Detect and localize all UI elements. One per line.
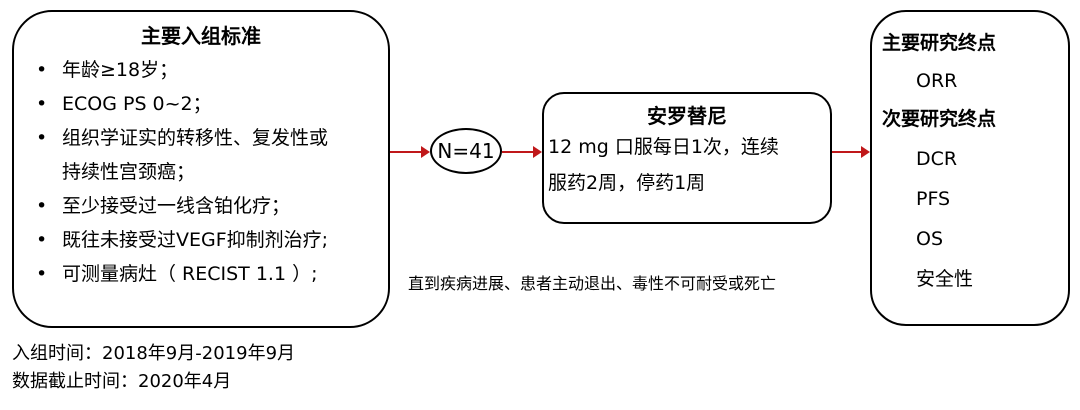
inclusion-item-histology-cont: 持续性宫颈癌； (62, 161, 196, 183)
arrow-n-to-drug (502, 146, 542, 158)
inclusion-item-histology: 组织学证实的转移性、复发性或 (32, 121, 388, 155)
drug-dose-line2: 服药2周，停药1周 (548, 172, 706, 194)
drug-title: 安罗替尼 (647, 104, 727, 128)
enrollment-period: 入组时间：2018年9月-2019年9月 (12, 343, 296, 364)
primary-endpoint-title: 主要研究终点 (882, 32, 997, 54)
inclusion-item-age: 年龄≥18岁； (32, 53, 388, 87)
inclusion-criteria-box: 主要入组标准 年龄≥18岁； ECOG PS 0~2； 组织学证实的转移性、复发… (12, 10, 390, 328)
data-cutoff-date: 数据截止时间：2020年4月 (12, 371, 232, 392)
inclusion-list: 年龄≥18岁； ECOG PS 0~2； 组织学证实的转移性、复发性或 持续性宫… (14, 53, 388, 291)
treatment-duration-note: 直到疾病进展、患者主动退出、毒性不可耐受或死亡 (408, 274, 777, 293)
drug-dose-line1: 12 mg 口服每日1次，连续 (548, 136, 779, 158)
inclusion-item-prior-chemo: 至少接受过一线含铂化疗； (32, 189, 388, 223)
sample-size-node: N=41 (430, 128, 502, 174)
inclusion-item-ecog: ECOG PS 0~2； (32, 87, 388, 121)
secondary-endpoint-dcr: DCR (916, 148, 958, 170)
endpoints-box: 主要研究终点 ORR 次要研究终点 DCR PFS OS 安全性 (870, 10, 1070, 326)
drug-regimen-box: 安罗替尼 12 mg 口服每日1次，连续 服药2周，停药1周 (542, 92, 832, 224)
inclusion-item-no-vegf: 既往未接受过VEGF抑制剂治疗; (32, 223, 388, 257)
arrow-inclusion-to-n (390, 146, 430, 158)
inclusion-title: 主要入组标准 (141, 24, 261, 48)
secondary-endpoint-safety: 安全性 (916, 268, 974, 290)
secondary-endpoint-title: 次要研究终点 (882, 108, 997, 130)
footer-notes: 入组时间：2018年9月-2019年9月 数据截止时间：2020年4月 (12, 340, 295, 396)
primary-endpoint-orr: ORR (916, 70, 958, 92)
inclusion-item-measurable: 可测量病灶（ RECIST 1.1 ）; (32, 257, 388, 291)
arrow-drug-to-endpoints (832, 146, 870, 158)
secondary-endpoint-os: OS (916, 228, 944, 250)
secondary-endpoint-pfs: PFS (916, 188, 951, 210)
